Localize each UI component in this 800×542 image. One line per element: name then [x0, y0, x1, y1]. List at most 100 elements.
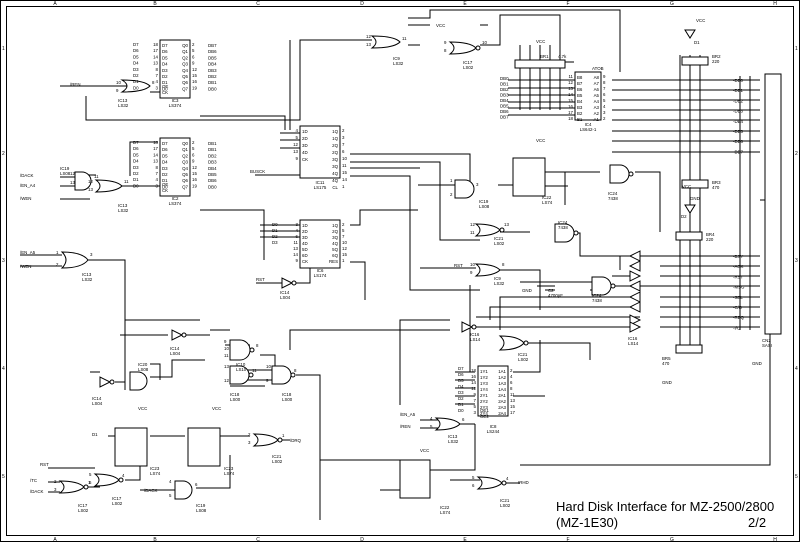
- chip-pin-label: 2Y1: [480, 393, 488, 398]
- pin-number: 5: [474, 404, 477, 409]
- pin-number: 14: [153, 54, 158, 59]
- chip-control-label: CK: [162, 90, 168, 95]
- net-label-d2d: D2: [681, 214, 687, 219]
- chip-pin-label: 2Y2: [480, 399, 488, 404]
- gate-ic18b: [271, 365, 292, 385]
- chip-output-label: DB5: [208, 55, 217, 60]
- pin-number: 12: [568, 80, 573, 85]
- net-label-br3: BR3: [712, 180, 721, 185]
- gate-ic9b: [474, 263, 501, 277]
- gate-part: LS02: [272, 459, 283, 464]
- gate-part: 7438: [558, 225, 568, 230]
- chip-pin-label: D1: [162, 80, 168, 85]
- net-label-tc: /TC: [30, 478, 37, 483]
- pin-number: 10: [342, 156, 347, 161]
- net-label-c2v: 4700pF: [548, 293, 563, 298]
- chip-pin-label: 5Q: [332, 247, 338, 252]
- chip-pin-label: B1: [577, 117, 583, 122]
- chip-pin-label: D5: [162, 153, 168, 158]
- gate-part: 7438: [608, 196, 618, 201]
- gate-ref: IC23: [224, 466, 234, 471]
- gate-ref: IC24: [558, 220, 568, 225]
- chip-part: LS374: [169, 103, 182, 108]
- gate-ic13b: [94, 179, 123, 193]
- chip-pin-label: D6: [162, 49, 168, 54]
- gate-pin-number: 5: [169, 493, 172, 498]
- chip-pin-label: D0: [162, 86, 168, 91]
- gate-part: LS32: [118, 103, 129, 108]
- resistor-array-br4: [675, 231, 703, 241]
- pin-number: 6: [192, 54, 195, 59]
- gate-ref: IC9: [393, 56, 400, 61]
- net-label-rst2: RST: [454, 263, 463, 268]
- gate-ic13a: [120, 79, 151, 93]
- chip-pin-label: 4Q: [332, 178, 338, 183]
- chip-pin-label: A1: [594, 117, 600, 122]
- gate-part: LS08: [138, 367, 149, 372]
- chip-control-label: OE: [162, 84, 168, 89]
- chip-pin-label: 1D: [302, 223, 308, 228]
- gate-ic21c: [252, 433, 279, 447]
- gate-ref: IC14: [92, 396, 102, 401]
- gate-pin-number: 12: [70, 171, 75, 176]
- gate-part: LS74: [542, 200, 553, 205]
- chip-body-ic3a: [159, 39, 191, 99]
- gate-ic13c: [60, 251, 89, 269]
- gate-part: LS32: [494, 281, 505, 286]
- pin-number: 13: [293, 246, 298, 251]
- chip-output-label: DB1: [208, 141, 217, 146]
- chip-pin-label: B7: [577, 81, 583, 86]
- gate-part: LS32: [448, 439, 459, 444]
- pin-number: 6: [510, 380, 513, 385]
- pin-number: 17: [510, 410, 515, 415]
- gate-ref: IC19: [60, 166, 70, 171]
- pin-number: 15: [192, 73, 197, 78]
- gate-ref: IC18: [282, 392, 292, 397]
- gate-ref: IC13: [118, 203, 128, 208]
- connector-cn2: [764, 73, 782, 335]
- gate-pin-number: 1: [88, 480, 91, 485]
- chip-pin-label: Q0: [182, 141, 188, 146]
- chip-body-ic11: [299, 125, 341, 179]
- gate-pin-number: 3: [90, 252, 93, 257]
- row-marker: 3: [2, 258, 5, 264]
- pin-number: 17: [568, 110, 573, 115]
- resistor-array-br2: [681, 56, 709, 66]
- bus-line-label: DB7: [500, 115, 509, 120]
- chip-output-label: DB7: [208, 43, 217, 48]
- row-marker: 4: [795, 366, 798, 372]
- pin-number: 6: [342, 149, 345, 154]
- pin-number: 18: [568, 116, 573, 121]
- gate-part: LS02: [494, 241, 505, 246]
- pin-number: 13: [153, 61, 158, 66]
- gate-pin-number: 11: [402, 36, 407, 41]
- net-label-br4v: 220: [706, 237, 714, 242]
- chip-ref: IC2: [172, 196, 179, 201]
- connector-signal-label: -REQ: [733, 315, 745, 320]
- gate-pin-number: 9: [116, 88, 119, 93]
- pin-number: 12: [192, 165, 197, 170]
- chip-pin-label: 1A1: [498, 369, 506, 374]
- row-marker: 1: [795, 46, 798, 52]
- chip-output-label: DB3: [208, 68, 217, 73]
- bus-line-label: D5: [133, 54, 139, 59]
- gate-pin-number: 3: [248, 440, 251, 445]
- net-label-gnd3: GND: [522, 288, 532, 293]
- bus-line-label: D1: [133, 177, 139, 182]
- chip-output-label: DB4: [208, 62, 217, 67]
- column-marker: F: [566, 537, 569, 542]
- gate-pin-number: 11: [124, 179, 129, 184]
- pin-number: 4: [510, 374, 513, 379]
- connector-signal-label: -DB1: [733, 88, 744, 93]
- pin-number: 12: [471, 386, 476, 391]
- chip-pin-label: 2A1: [498, 393, 506, 398]
- gate-part: LS10: [236, 367, 247, 372]
- pin-number: 19: [192, 183, 197, 188]
- bus-line-label: DB5: [500, 104, 509, 109]
- gate-pin-number: 5: [89, 472, 92, 477]
- chip-pin-label: 2Q: [332, 150, 338, 155]
- gate-pin-number: 8: [444, 48, 447, 53]
- pin-number: 16: [192, 79, 197, 84]
- net-label-d1d: D1: [694, 40, 700, 45]
